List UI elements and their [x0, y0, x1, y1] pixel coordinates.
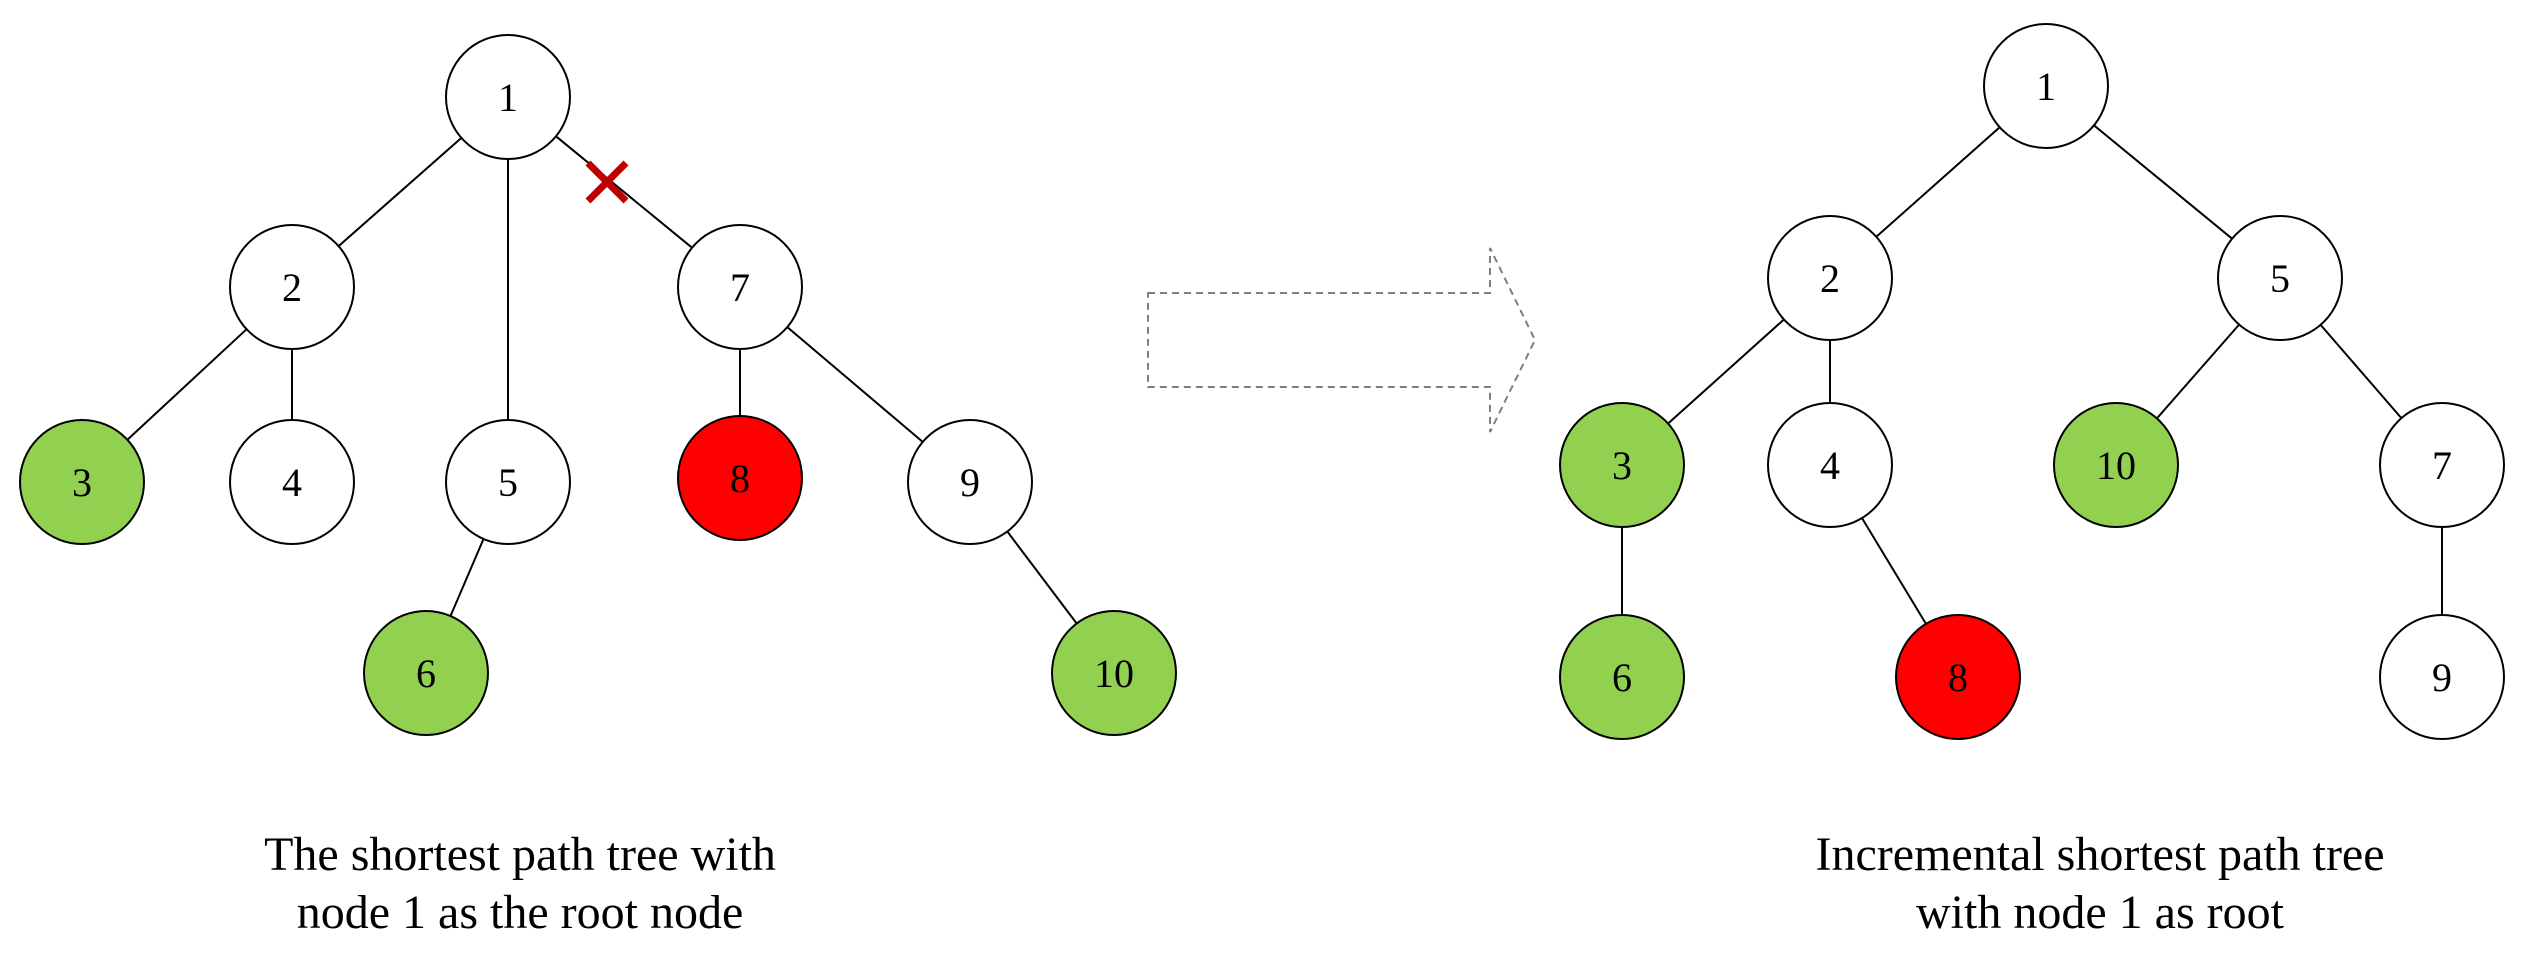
left-edge-1-2 [337, 137, 463, 247]
left-node-label-1: 1 [498, 75, 518, 120]
left-node-label-7: 7 [730, 265, 750, 310]
right-node-circle-6 [1559, 614, 1685, 740]
left-node-8: 8 [677, 415, 803, 541]
left-node-circle-6 [363, 610, 489, 736]
left-caption-line-2: node 1 as the root node [296, 886, 744, 939]
left-node-3: 3 [19, 419, 145, 545]
right-node-circle-10 [2053, 402, 2179, 528]
right-node-label-5: 5 [2270, 256, 2290, 301]
left-edge-5-6 [449, 538, 485, 617]
left-tree-edges [126, 135, 1078, 625]
right-caption-line-2: with node 1 as root [1916, 886, 2284, 939]
left-caption-line-1: The shortest path tree with [264, 828, 776, 881]
right-node-circle-4 [1767, 402, 1893, 528]
left-node-4: 4 [229, 419, 355, 545]
right-node-label-4: 4 [1820, 443, 1840, 488]
left-node-circle-3 [19, 419, 145, 545]
right-node-8: 8 [1895, 614, 2021, 740]
left-edge-9-10 [1006, 530, 1078, 625]
left-edge-7-9 [786, 326, 924, 443]
right-node-4: 4 [1767, 402, 1893, 528]
right-edge-2-3 [1667, 318, 1785, 425]
right-node-1: 1 [1983, 23, 2109, 149]
right-node-5: 5 [2217, 215, 2343, 341]
left-node-5: 5 [445, 419, 571, 545]
right-node-2: 2 [1767, 215, 1893, 341]
right-node-circle-2 [1767, 215, 1893, 341]
left-node-circle-1 [445, 34, 571, 160]
left-node-circle-2 [229, 224, 355, 350]
right-node-circle-3 [1559, 402, 1685, 528]
right-tree-caption: Incremental shortest path tree with node… [1670, 826, 2530, 942]
left-node-10: 10 [1051, 610, 1177, 736]
right-edge-5-7 [2319, 324, 2403, 419]
right-edge-1-5 [2093, 124, 2233, 240]
right-node-circle-8 [1895, 614, 2021, 740]
right-node-label-1: 1 [2036, 64, 2056, 109]
right-edge-4-8 [1861, 517, 1927, 625]
left-node-circle-8 [677, 415, 803, 541]
left-node-label-10: 10 [1094, 651, 1134, 696]
left-node-label-9: 9 [960, 460, 980, 505]
right-node-9: 9 [2379, 614, 2505, 740]
left-node-1: 1 [445, 34, 571, 160]
left-node-circle-9 [907, 419, 1033, 545]
left-node-9: 9 [907, 419, 1033, 545]
left-node-circle-10 [1051, 610, 1177, 736]
left-node-label-5: 5 [498, 460, 518, 505]
left-tree-nodes: 1 2 7 3 4 5 8 9 6 10 [19, 34, 1177, 736]
right-node-label-2: 2 [1820, 256, 1840, 301]
left-node-6: 6 [363, 610, 489, 736]
right-tree-edges [1621, 124, 2443, 625]
left-node-2: 2 [229, 224, 355, 350]
right-edge-5-10 [2156, 323, 2240, 420]
right-node-label-6: 6 [1612, 655, 1632, 700]
right-node-3: 3 [1559, 402, 1685, 528]
right-caption-line-1: Incremental shortest path tree [1815, 828, 2385, 881]
left-node-label-8: 8 [730, 456, 750, 501]
left-edge-1-7 [555, 135, 693, 249]
right-node-label-10: 10 [2096, 443, 2136, 488]
right-node-7: 7 [2379, 402, 2505, 528]
right-node-label-7: 7 [2432, 443, 2452, 488]
left-node-label-3: 3 [72, 460, 92, 505]
right-node-label-9: 9 [2432, 655, 2452, 700]
right-node-label-8: 8 [1948, 655, 1968, 700]
left-node-circle-7 [677, 224, 803, 350]
left-node-label-2: 2 [282, 265, 302, 310]
left-node-7: 7 [677, 224, 803, 350]
right-node-circle-1 [1983, 23, 2109, 149]
left-node-label-6: 6 [416, 651, 436, 696]
right-node-label-3: 3 [1612, 443, 1632, 488]
right-node-10: 10 [2053, 402, 2179, 528]
left-edge-2-3 [126, 328, 248, 441]
left-node-circle-5 [445, 419, 571, 545]
left-node-circle-4 [229, 419, 355, 545]
right-tree-nodes: 1 2 5 3 4 10 7 6 8 9 [1559, 23, 2505, 740]
right-edge-1-2 [1875, 126, 2001, 238]
left-tree-caption: The shortest path tree with node 1 as th… [90, 826, 950, 942]
right-node-circle-5 [2217, 215, 2343, 341]
cut-edge-x-icon [585, 160, 629, 204]
right-node-circle-9 [2379, 614, 2505, 740]
transition-arrow-icon [1147, 247, 1537, 433]
right-node-circle-7 [2379, 402, 2505, 528]
right-node-6: 6 [1559, 614, 1685, 740]
left-node-label-4: 4 [282, 460, 302, 505]
